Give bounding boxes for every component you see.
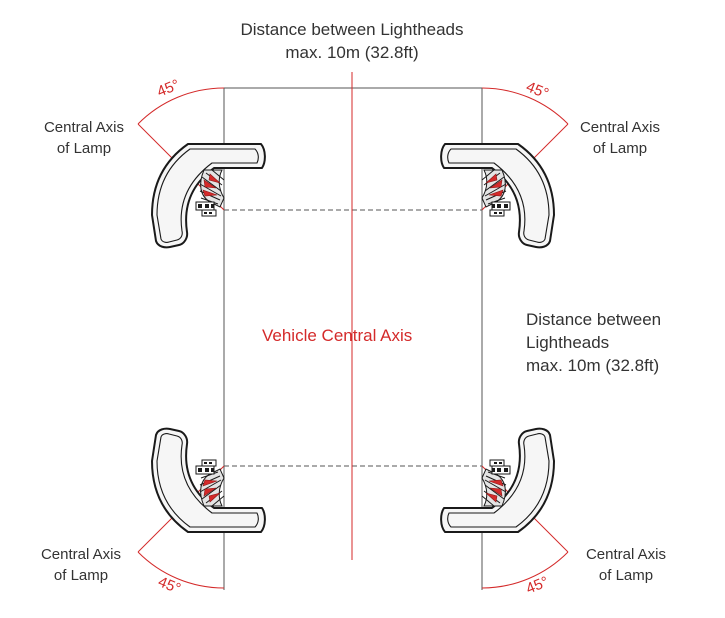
top-left-lamp-axis-label-line1: Central Axis — [43, 119, 125, 136]
bottom-left-lamp-axis-label-line2: of Lamp — [53, 567, 109, 584]
top-distance-label-line2: max. 10m (32.8ft) — [285, 43, 419, 62]
top-right-lamp-axis-label: Central Axis of Lamp — [560, 117, 680, 159]
top-right-lamp-axis-label-line1: Central Axis — [579, 119, 661, 136]
bottom-right-lamp-axis-label-line2: of Lamp — [598, 567, 654, 584]
side-distance-label-line3: max. 10m (32.8ft) — [526, 356, 660, 375]
side-distance-label-line2: Lightheads — [526, 333, 610, 352]
side-distance-label-line1: Distance between — [526, 310, 662, 329]
bottom-right-lamp-axis-label-line1: Central Axis — [585, 546, 667, 563]
lighthead-top-left — [151, 143, 266, 249]
lighthead-bottom-left — [151, 427, 266, 533]
side-distance-label: Distance between Lightheads max. 10m (32… — [526, 308, 661, 377]
top-left-angle-arc — [137, 87, 225, 125]
bottom-right-angle-arc — [481, 551, 569, 589]
vehicle-central-axis-label: Vehicle Central Axis — [262, 326, 413, 345]
top-right-angle-arc — [481, 87, 569, 125]
top-left-lamp-axis-label: Central Axis of Lamp — [24, 117, 144, 159]
bottom-right-lamp-axis-label: Central Axis of Lamp — [566, 544, 686, 586]
bottom-left-lamp-axis-label-line1: Central Axis — [40, 546, 122, 563]
top-distance-label-line1: Distance between Lightheads — [240, 20, 464, 39]
bottom-left-lamp-axis-label: Central Axis of Lamp — [21, 544, 141, 586]
top-left-lamp-axis-label-line2: of Lamp — [56, 140, 112, 157]
bottom-left-angle-arc — [137, 551, 225, 589]
distance-guide-lines — [223, 87, 483, 590]
lighthead-top-right — [440, 143, 555, 249]
lighthead-bottom-right — [440, 427, 555, 533]
top-distance-label: Distance between Lightheads max. 10m (32… — [222, 18, 482, 64]
top-right-lamp-axis-label-line2: of Lamp — [592, 140, 648, 157]
